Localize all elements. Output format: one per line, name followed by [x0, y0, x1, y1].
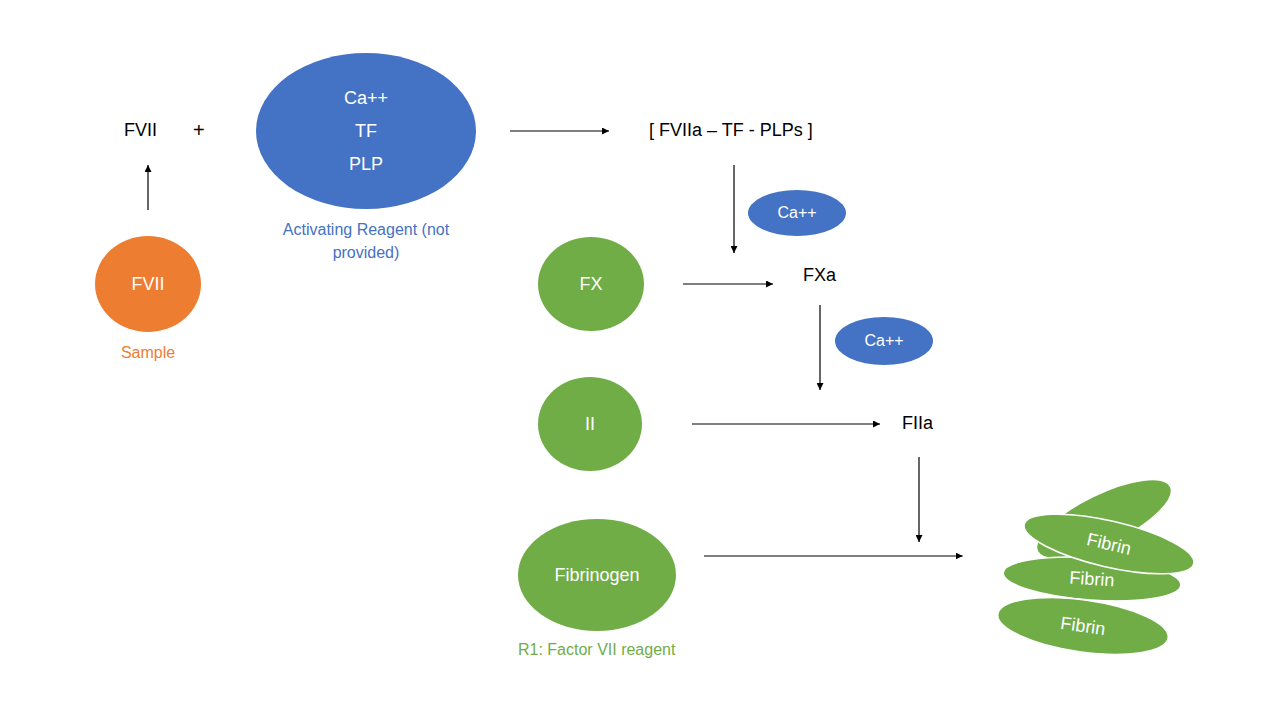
plus-sign: + [193, 119, 205, 141]
species-text: FXa [803, 264, 836, 286]
node-text: Fibrinogen [554, 563, 639, 587]
shape-content: FVII [94, 235, 202, 333]
shape-fill [518, 519, 676, 631]
reagent-caption: R1: Factor VII reagent [518, 639, 675, 661]
node-text: PLP [349, 148, 383, 181]
node-text: Ca++ [344, 82, 388, 115]
reaction-arrow [692, 423, 880, 424]
reaction-arrow [704, 555, 963, 556]
node-text: FX [579, 272, 602, 296]
sample-circle: FVIISample [94, 235, 202, 333]
reaction-arrow [510, 130, 609, 131]
reaction-arrow [683, 283, 773, 284]
catalysis-arrow [918, 457, 919, 542]
shape-fill [538, 377, 642, 471]
cofactor-ellipse: Ca++ [747, 189, 847, 237]
node-text: Fibrin [1085, 528, 1134, 560]
shape-fill [994, 588, 1172, 663]
shape-content: Ca++ [834, 316, 934, 366]
node-text: II [585, 412, 595, 436]
shape-content: II [537, 376, 643, 472]
shape-fill [1002, 552, 1182, 606]
node-caption: Sample [88, 341, 208, 364]
factor-circle: II [537, 376, 643, 472]
shape-content: Ca++ [747, 189, 847, 237]
node-caption: Activating Reagent (not provided) [271, 218, 461, 264]
node-text: Ca++ [864, 331, 903, 351]
node-text: [ FVIIa – TF - PLPs ] [649, 119, 813, 141]
species-text: FVII [124, 119, 157, 141]
node-text: FVII [124, 119, 157, 141]
reagent-ellipse: Ca++TFPLPActivating Reagent (not provide… [255, 52, 477, 210]
shape-content: Ca++TFPLP [255, 52, 477, 210]
catalysis-arrow [733, 165, 734, 253]
node-text: FVII [131, 272, 164, 296]
reaction-arrow [147, 165, 148, 210]
shape-fill [256, 53, 476, 209]
node-text: Fibrin [1069, 566, 1115, 591]
node-text: FXa [803, 264, 836, 286]
shape-fill [748, 190, 846, 236]
node-text: Ca++ [777, 203, 816, 223]
factor-circle: FX [537, 236, 645, 332]
shape-fill [538, 237, 644, 331]
fibrinogen-ellipse: Fibrinogen [517, 518, 677, 632]
node-text: TF [355, 115, 377, 148]
shape-content: FX [537, 236, 645, 332]
catalysis-arrow [819, 305, 820, 390]
shape-fill [95, 236, 201, 332]
node-text: Fibrin [1059, 612, 1107, 640]
cofactor-ellipse: Ca++ [834, 316, 934, 366]
shape-fill [835, 317, 933, 365]
node-text: FIIa [902, 412, 933, 434]
complex-text: [ FVIIa – TF - PLPs ] [649, 119, 813, 141]
species-text: FIIa [902, 412, 933, 434]
shape-content: Fibrinogen [517, 518, 677, 632]
